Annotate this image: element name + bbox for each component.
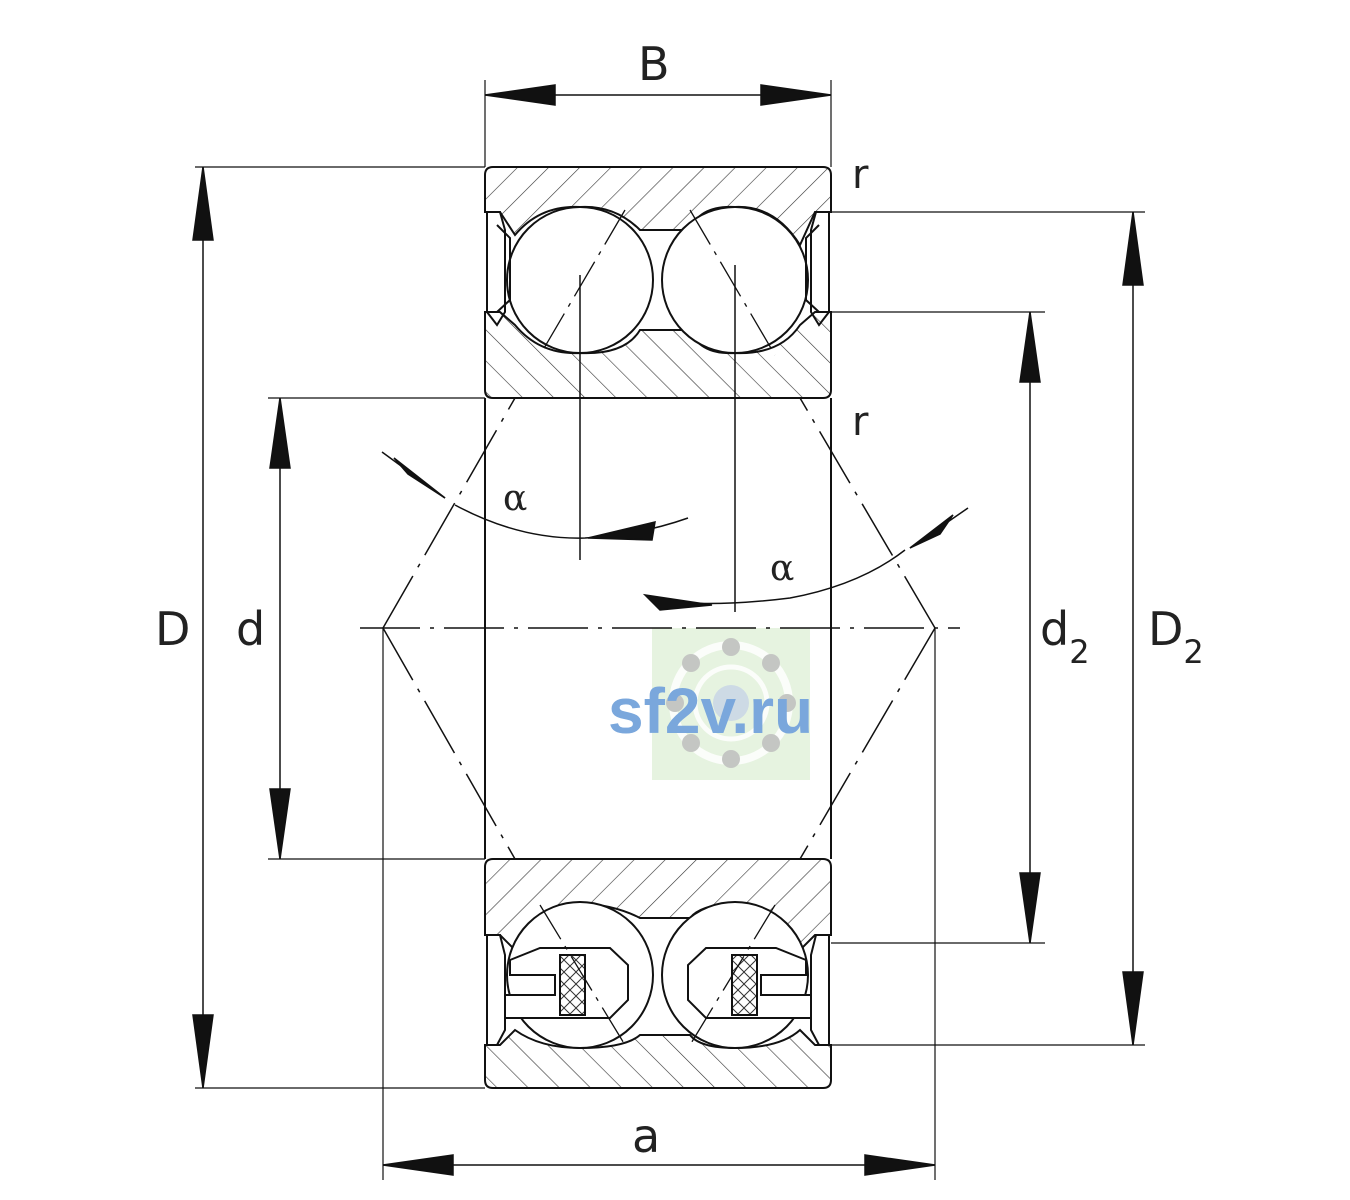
upper-seal-right: [810, 211, 830, 327]
lower-section: [484, 858, 832, 1089]
center-lines: [360, 397, 960, 860]
lower-outer-ring: [484, 1028, 832, 1089]
watermark: sf2v.ru: [608, 628, 813, 780]
label-B: B: [638, 37, 670, 91]
bearing-logo-icon: [666, 638, 796, 768]
upper-seal-right-inner: [805, 224, 820, 313]
label-a: a: [632, 1109, 660, 1163]
label-alpha-left: α: [503, 478, 527, 519]
label-d: d: [236, 602, 265, 656]
watermark-text: sf2v.ru: [608, 675, 813, 747]
upper-section: [484, 166, 832, 399]
upper-seal-left: [486, 211, 506, 327]
contact-lines: [539, 209, 776, 1046]
label-D2: D2: [1148, 602, 1204, 671]
label-D: D: [155, 602, 190, 656]
dimension-lines: [192, 84, 1144, 1176]
label-r-top: r: [852, 152, 869, 198]
extension-lines: [195, 80, 1145, 1180]
lower-seal-left: [486, 934, 506, 1046]
label-d2: d2: [1040, 602, 1090, 671]
angle-arcs: [381, 451, 969, 611]
lower-cage-right-fill: [731, 954, 758, 1016]
lower-seal-right: [810, 934, 830, 1046]
label-r-bottom: r: [852, 399, 869, 445]
label-alpha-right: α: [770, 548, 794, 589]
ball-center-lines: [579, 265, 736, 612]
dimension-labels: B D d d2 D2 a r r α α: [155, 37, 1204, 1163]
lower-cage-left-fill: [559, 954, 586, 1016]
upper-seal-left-inner: [496, 224, 511, 313]
